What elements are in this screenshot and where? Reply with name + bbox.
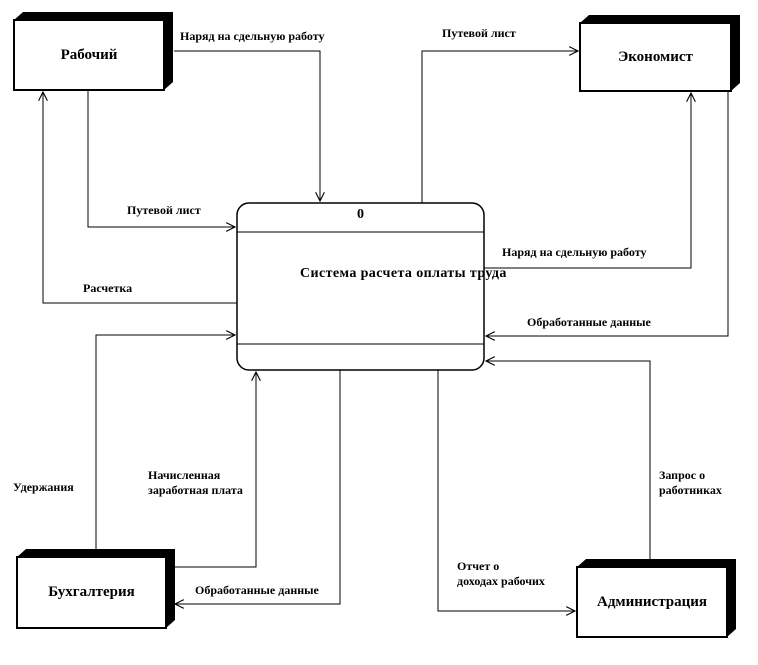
flow-raschetka-line [43,92,237,304]
flow-otchet-label: Отчет о доходах рабочих [457,559,545,589]
entity-worker-label: Рабочий [60,46,118,63]
process-number: 0 [357,207,364,222]
flow-nachislennaya-label-line1: Начисленная [148,468,221,482]
flow-putevoy-top-line [421,51,578,203]
flow-otchet-label-line2: доходах рабочих [457,574,545,588]
entity-economist-label: Экономист [618,48,693,65]
flow-nachislennaya-line [175,372,256,568]
flow-naryad-right-line [484,93,691,269]
flow-zapros-label-line2: работниках [659,483,722,497]
flow-nachislennaya-label-line2: заработная плата [148,483,243,497]
flow-naryad-right-label: Наряд на сдельную работу [502,245,647,259]
flow-obrabotannye-bottom-line [175,370,341,604]
entity-worker-rect [13,19,165,91]
flow-obrabotannye-right-label: Обработанные данные [527,315,651,329]
process-title: Система расчета оплаты труда [300,266,507,281]
flow-naryad-top-label: Наряд на сдельную работу [180,29,325,43]
entity-economist-rect [579,22,732,92]
flow-obrabotannye-right-line [486,91,729,336]
flow-otchet-label-line1: Отчет о [457,559,500,573]
flow-obrabotannye-bottom-label: Обработанные данные [195,583,319,597]
flow-zapros-label-line1: Запрос о [659,468,706,482]
flow-uderzhaniya-line [95,335,235,553]
flow-nachislennaya-label: Начисленная заработная плата [148,468,243,498]
process-title-line2: оплаты труда [416,266,507,281]
flow-raschetka-label: Расчетка [83,281,133,295]
flow-uderzhaniya-label: Удержания [13,480,74,494]
process-rect [236,202,485,371]
process-title-line1: Система расчета [300,266,413,281]
flow-zapros-label: Запрос о работниках [659,468,722,498]
flow-putevoy-left-label: Путевой лист [127,203,201,217]
entity-administration-box [576,559,736,638]
flow-otchet-line [437,370,575,611]
flow-putevoy-top-label: Путевой лист [442,26,516,40]
entity-economist-box [579,15,740,92]
entity-accounting-box [16,549,175,629]
process-box [236,202,485,371]
entity-accounting-label: Бухгалтерия [48,584,135,600]
entity-administration-label: Администрация [596,593,708,610]
entity-accounting-rect [16,556,167,629]
entity-worker-box [13,12,173,91]
flow-putevoy-left-line [87,90,235,227]
flow-naryad-top-line [174,50,320,201]
flow-zapros-line [486,361,651,559]
entity-administration-rect [576,566,728,638]
